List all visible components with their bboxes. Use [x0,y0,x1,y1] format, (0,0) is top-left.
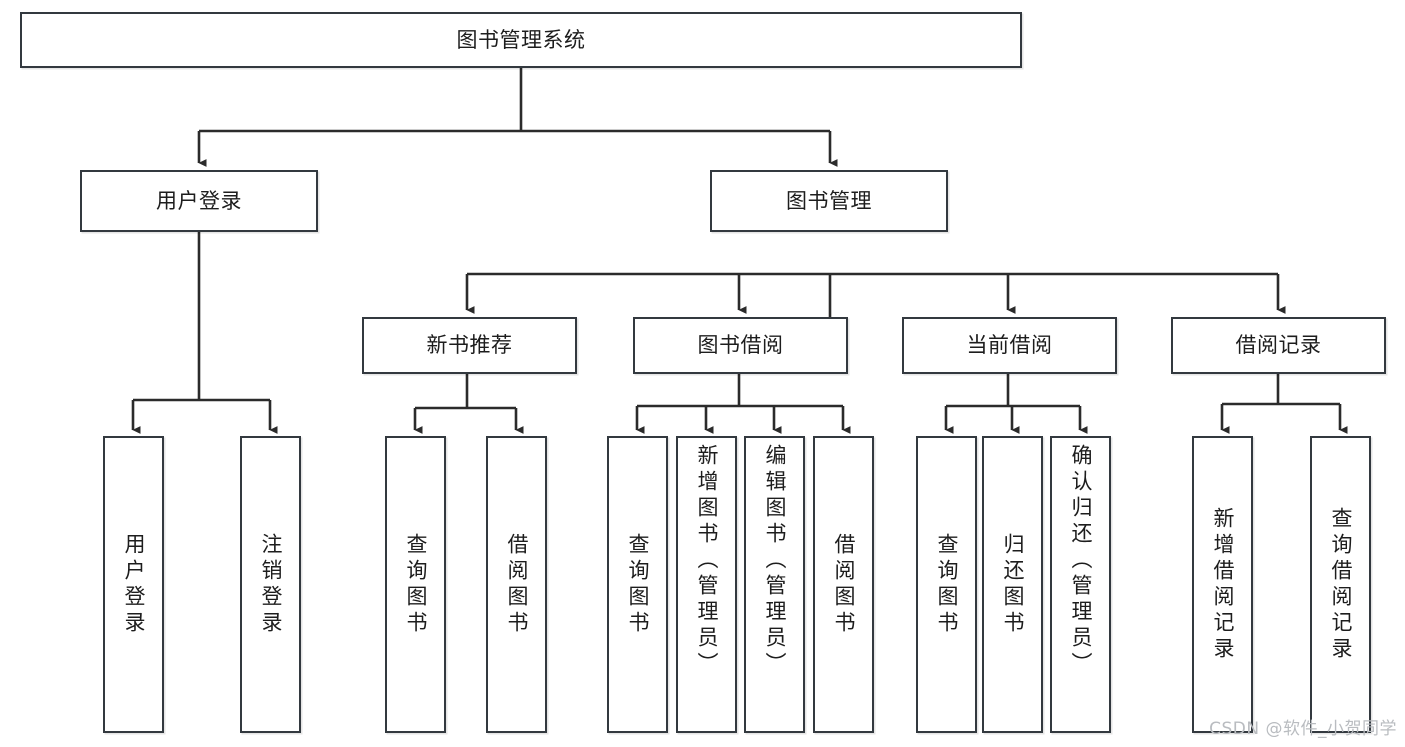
node-leaf-user-login-logout[interactable]: 注销登录 [240,436,301,733]
node-book-borrow[interactable]: 图书借阅 [633,317,848,374]
node-leaf-user-login-login[interactable]: 用户登录 [103,436,164,733]
node-leaf-label: 编辑图书（管理员） [763,444,787,678]
node-current-borrow-label: 当前借阅 [966,333,1053,357]
node-leaf-current-query-book[interactable]: 查询图书 [916,436,977,733]
node-current-borrow[interactable]: 当前借阅 [902,317,1117,374]
node-leaf-label: 新增图书（管理员） [695,444,719,678]
node-leaf-borrow-edit-book[interactable]: 编辑图书（管理员） [744,436,805,733]
node-leaf-record-query-record[interactable]: 查询借阅记录 [1310,436,1371,733]
node-leaf-label: 归还图书 [1001,532,1025,637]
node-leaf-label: 用户登录 [122,532,146,637]
node-new-book-recommend[interactable]: 新书推荐 [362,317,577,374]
watermark-text: CSDN @软件_小贺同学 [1209,719,1397,739]
node-user-login-label: 用户登录 [156,188,242,213]
node-leaf-label: 查询图书 [935,532,959,637]
node-leaf-recommend-borrow-book[interactable]: 借阅图书 [486,436,547,733]
node-root-system[interactable]: 图书管理系统 [20,12,1022,68]
node-leaf-label: 借阅图书 [505,532,529,637]
node-leaf-label: 查询图书 [626,532,650,637]
node-borrow-record-label: 借阅记录 [1235,333,1322,357]
node-leaf-label: 查询借阅记录 [1329,506,1353,663]
node-borrow-record[interactable]: 借阅记录 [1171,317,1386,374]
node-book-management[interactable]: 图书管理 [710,170,948,232]
node-root-label: 图书管理系统 [456,27,586,52]
node-leaf-borrow-add-book[interactable]: 新增图书（管理员） [676,436,737,733]
node-leaf-borrow-borrow-book[interactable]: 借阅图书 [813,436,874,733]
node-leaf-label: 查询图书 [404,532,428,637]
node-leaf-label: 注销登录 [259,532,283,637]
node-leaf-borrow-query-book[interactable]: 查询图书 [607,436,668,733]
node-user-login[interactable]: 用户登录 [80,170,318,232]
node-leaf-label: 确认归还（管理员） [1069,444,1093,678]
node-leaf-current-return-book[interactable]: 归还图书 [982,436,1043,733]
node-leaf-current-confirm-return[interactable]: 确认归还（管理员） [1050,436,1111,733]
node-leaf-label: 新增借阅记录 [1211,506,1235,663]
node-book-management-label: 图书管理 [786,188,872,213]
node-leaf-label: 借阅图书 [832,532,856,637]
node-leaf-recommend-query-book[interactable]: 查询图书 [385,436,446,733]
node-new-book-recommend-label: 新书推荐 [426,333,513,357]
node-book-borrow-label: 图书借阅 [697,333,784,357]
node-leaf-record-add-record[interactable]: 新增借阅记录 [1192,436,1253,733]
